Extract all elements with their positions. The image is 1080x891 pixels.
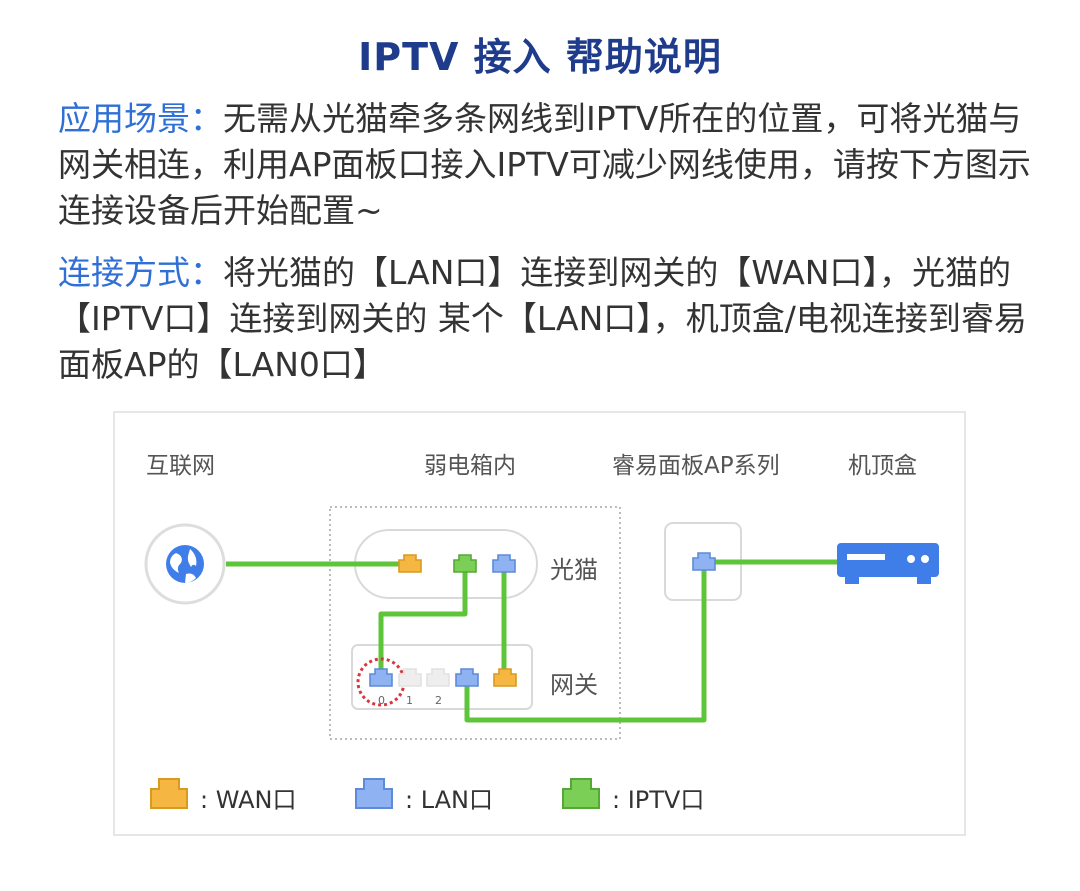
gateway-port-number: 0 [378,694,385,707]
scenario-label: 应用场景： [58,99,223,138]
internet-node [144,523,226,605]
legend-wan-icon [150,778,188,809]
distribution-box-outline [329,506,621,740]
column-label-panel-ap: 睿易面板AP系列 [612,453,780,479]
legend-iptv-icon [562,778,600,809]
connection-label: 连接方式： [58,253,223,292]
connection-paragraph: 连接方式：将光猫的【LAN口】连接到网关的【WAN口】，光猫的【IPTV口】连接… [58,250,1038,388]
gateway-port-number: 2 [435,694,442,707]
gateway-label: 网关 [550,671,598,699]
legend-lan-icon [355,778,393,809]
cables [226,559,837,723]
diagram-panel [113,411,966,836]
cable-gateway-lan0-to-panel-ap [464,562,707,723]
legend-lan-label: : LAN口 [405,786,494,814]
column-label-stb: 机顶盒 [848,453,917,479]
modem-label: 光猫 [550,556,598,584]
legend-iptv-label: : IPTV口 [612,786,705,814]
set-top-box-icon [837,543,939,584]
cable-modem-lan-to-gateway-wan [378,564,468,676]
page-title: IPTV 接入 帮助说明 [358,35,722,79]
connection-text: 将光猫的【LAN口】连接到网关的【WAN口】，光猫的【IPTV口】连接到网关的 … [58,253,1027,384]
gateway-port-number: 1 [406,694,413,707]
column-label-box: 弱电箱内 [424,453,516,479]
column-label-internet: 互联网 [146,453,215,479]
scenario-paragraph: 应用场景：无需从光猫牵多条网线到IPTV所在的位置，可将光猫与网关相连，利用AP… [58,96,1038,234]
globe-icon [166,545,204,583]
scenario-text: 无需从光猫牵多条网线到IPTV所在的位置，可将光猫与网关相连，利用AP面板口接入… [58,99,1031,230]
legend-wan-label: : WAN口 [200,786,297,814]
